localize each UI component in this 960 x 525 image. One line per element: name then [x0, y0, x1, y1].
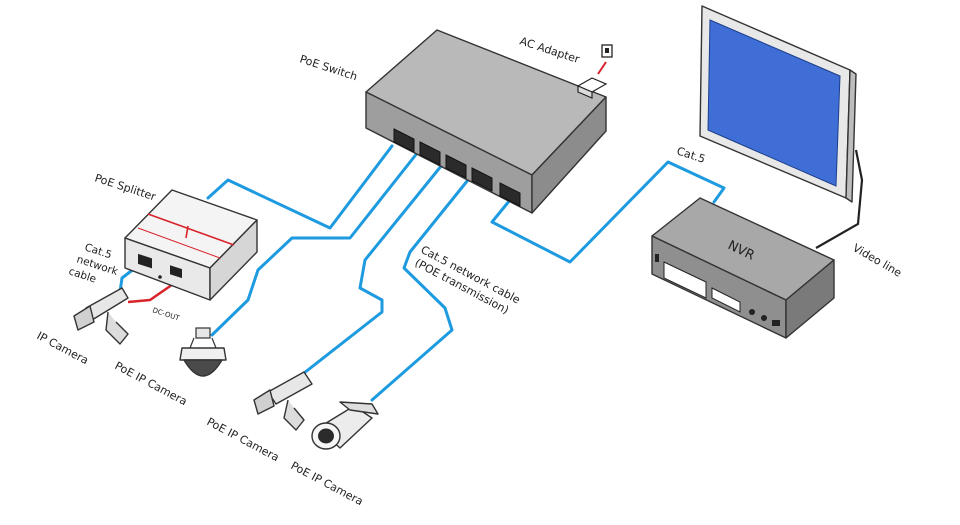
poe-dome-camera — [179, 327, 227, 377]
ip-camera-bracket — [105, 311, 129, 345]
ip-camera — [73, 287, 129, 345]
cable-switch-nvr-line — [490, 160, 726, 264]
box-camera-bracket — [283, 399, 305, 431]
bullet-camera-hood — [339, 401, 379, 415]
power-cable-dcout — [127, 280, 177, 304]
label-poe-switch: PoE Switch — [298, 52, 359, 83]
nvr-side — [785, 259, 835, 339]
box-camera-lens — [253, 389, 275, 415]
cable-switch-boxcam-line — [288, 158, 448, 386]
nvr-power-indicator — [655, 254, 659, 262]
monitor-screen — [707, 19, 841, 187]
label-poe-splitter: PoE Splitter — [93, 171, 158, 203]
switch-port-5 — [499, 182, 521, 207]
label-dc-out: DC-OUT — [151, 306, 181, 322]
dome-housing — [179, 347, 227, 361]
splitter-led — [158, 275, 162, 279]
monitor — [699, 5, 857, 203]
label-poe-ip-camera-2: PoE IP Camera — [205, 415, 282, 464]
cable-switch-dome-line — [210, 150, 420, 337]
box-camera-body — [267, 371, 313, 405]
cable-switch-bullet-line — [370, 168, 478, 402]
splitter-red-stripe-2 — [137, 227, 221, 259]
ip-camera-lens — [73, 305, 95, 331]
nvr-button-3 — [772, 320, 780, 326]
splitter-port-lan — [138, 253, 152, 269]
label-ip-camera: IP Camera — [35, 329, 91, 367]
splitter-side — [209, 219, 258, 301]
splitter-red-stripe — [147, 213, 235, 246]
switch-port-1 — [393, 128, 415, 153]
video-line-cable — [815, 149, 864, 249]
switch-ports — [393, 128, 521, 207]
dome-mount — [195, 327, 211, 339]
ac-adapter — [576, 44, 613, 99]
splitter-port-dcout — [170, 265, 182, 279]
monitor-frame-side — [845, 69, 857, 203]
nvr-button-2 — [761, 315, 767, 321]
cable-splitter-switch-line — [206, 144, 394, 230]
poe-bullet-camera — [311, 401, 379, 450]
label-cat5-right: Cat.5 — [675, 144, 707, 165]
poe-box-camera — [253, 371, 313, 431]
dome-ball — [183, 359, 223, 377]
splitter-red-mark — [185, 225, 189, 239]
nvr-button-1 — [749, 309, 755, 315]
poe-splitter — [124, 189, 258, 301]
switch-port-4 — [471, 167, 493, 192]
label-ac-adapter: AC Adapter — [518, 34, 582, 66]
label-poe-ip-camera-3: PoE IP Camera — [289, 459, 366, 508]
nvr — [651, 197, 835, 339]
nvr-slot — [663, 261, 707, 299]
ac-adapter-plug-cord — [597, 61, 607, 75]
nvr-slot-2 — [711, 287, 741, 313]
switch-port-2 — [419, 141, 441, 166]
label-video-line: Video line — [851, 241, 905, 279]
label-poe-ip-camera-1: PoE IP Camera — [113, 359, 190, 408]
poe-switch — [365, 29, 607, 214]
ac-adapter-body-side — [577, 85, 593, 99]
switch-side — [531, 96, 607, 214]
switch-port-3 — [445, 154, 467, 179]
